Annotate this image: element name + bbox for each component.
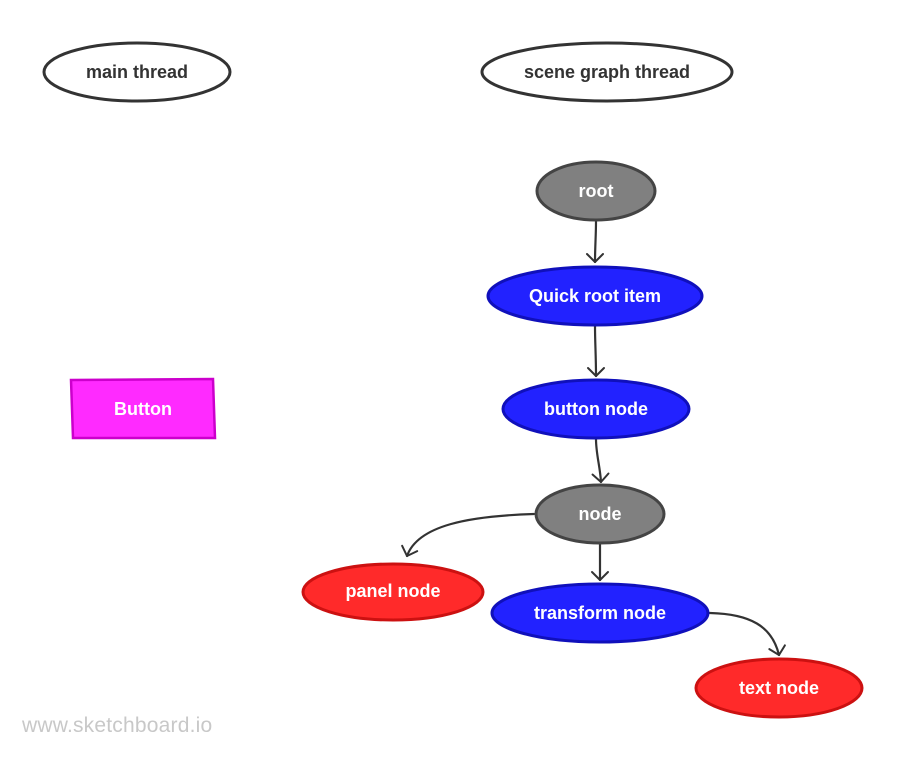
node-quick-root-item: Quick root item (486, 265, 704, 327)
edge-quick-root-item-to-button-node (586, 324, 605, 378)
node-root: root (535, 160, 657, 222)
edge-node-to-panel-node (401, 512, 536, 558)
button-box-shape (69, 377, 217, 440)
node-panel-node-label: panel node (345, 581, 440, 601)
node-text-node-label: text node (739, 678, 819, 698)
node-node-label: node (579, 504, 622, 524)
node-button-node-label: button node (544, 399, 648, 419)
header-main-thread-shape (42, 41, 232, 103)
node-text-node: text node (694, 657, 864, 719)
edge-root-to-quick-root-item (586, 219, 605, 264)
node-button-node-shape (501, 378, 691, 440)
watermark-text: www.sketchboard.io (22, 714, 213, 737)
edges (401, 219, 786, 657)
header-scene-graph-thread-label: scene graph thread (524, 62, 690, 82)
header-main-thread: main thread (42, 41, 232, 103)
edge-transform-node-to-text-node (708, 611, 786, 657)
button-box: Button (69, 377, 217, 440)
node-button-node: button node (501, 378, 691, 440)
header-scene-graph-thread: scene graph thread (480, 41, 734, 103)
node-quick-root-item-label: Quick root item (529, 286, 661, 306)
header-scene-graph-thread-shape (480, 41, 734, 103)
node-panel-node: panel node (301, 562, 485, 622)
node-transform-node: transform node (490, 582, 710, 644)
edge-button-node-to-node (591, 437, 610, 484)
node-root-label: root (579, 181, 614, 201)
node-transform-node-label: transform node (534, 603, 666, 623)
node-text-node-shape (694, 657, 864, 719)
node-transform-node-shape (490, 582, 710, 644)
node-node-shape (534, 483, 666, 545)
node-quick-root-item-shape (486, 265, 704, 327)
node-panel-node-shape (301, 562, 485, 622)
header-main-thread-label: main thread (86, 62, 188, 82)
button-box-label: Button (114, 399, 172, 419)
node-root-shape (535, 160, 657, 222)
node-node: node (534, 483, 666, 545)
